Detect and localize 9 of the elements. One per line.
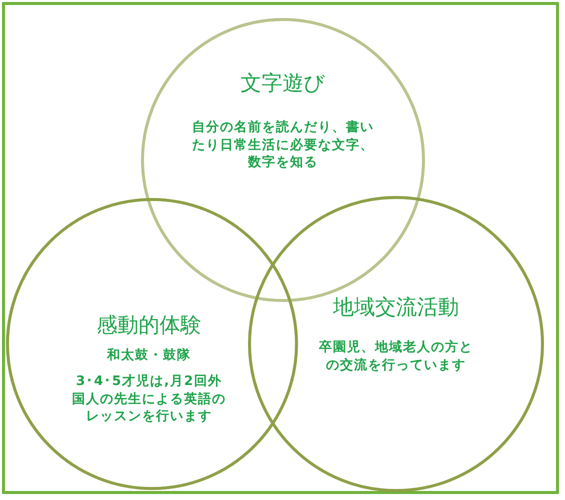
venn-circle <box>6 198 298 490</box>
circle-title: 地域交流活動 <box>332 294 460 321</box>
circle-description: 卒園児、地域老人の方との交流を行っています <box>318 339 474 374</box>
circle-subtitle: 和太鼓・鼓隊 <box>106 347 192 365</box>
circle-description: 自分の名前を読んだり、書いたり日常生活に必要な文字、数字を知る <box>192 119 374 172</box>
circle-description: 3･4･5才児は,月2回外国人の先生による英語のレッスンを行います <box>71 373 227 426</box>
circle-title: 文字遊び <box>240 70 326 97</box>
venn-circle <box>248 196 544 492</box>
circle-title: 感動的体験 <box>96 312 202 339</box>
